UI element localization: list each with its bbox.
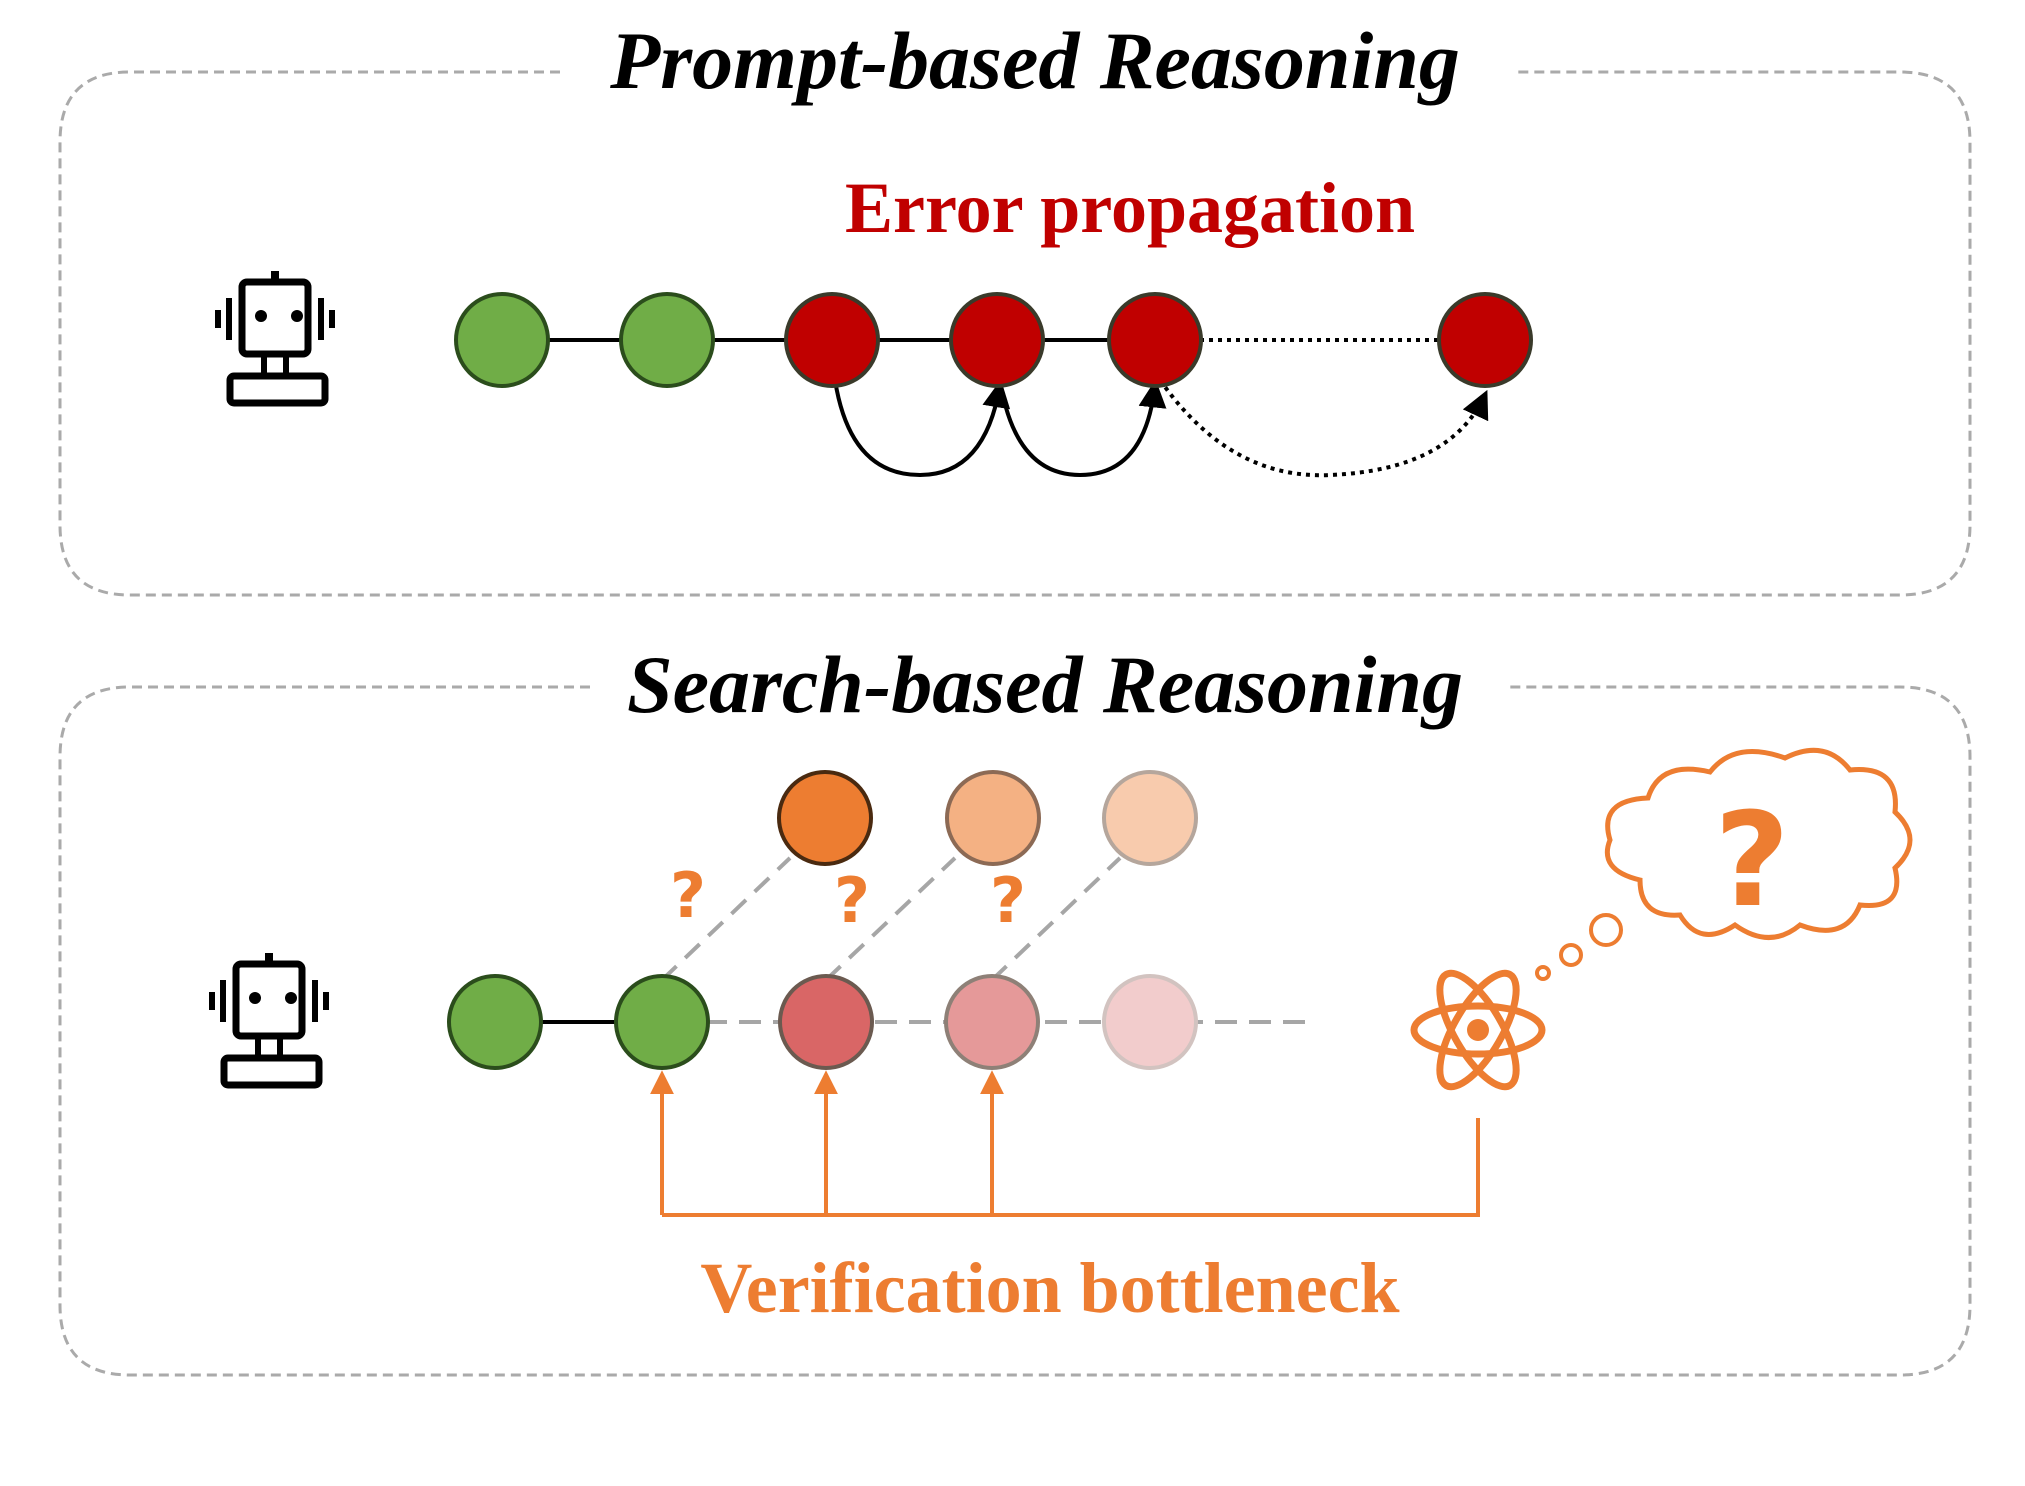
error-step-node	[949, 292, 1045, 388]
panel-title: Search-based Reasoning	[627, 639, 1463, 730]
question-mark: ?	[1714, 784, 1789, 936]
error-arc-dotted	[1158, 378, 1489, 478]
thought-cloud-icon: ?	[1604, 747, 1913, 940]
atom-icon	[1410, 969, 1546, 1091]
error-step-node	[1102, 974, 1198, 1070]
candidate-node	[1102, 770, 1198, 866]
branch-link	[660, 856, 792, 982]
correct-step-node	[614, 974, 710, 1070]
error-arc	[998, 379, 1167, 478]
panel-frame	[58, 685, 1972, 1377]
robot-icon	[209, 953, 329, 1089]
branch-link	[990, 856, 1122, 982]
robot-icon	[215, 271, 335, 407]
error-step-node	[784, 292, 880, 388]
search-based-panel: Search-based Reasoning ? ? ?	[58, 639, 1972, 1377]
error-step-node	[778, 974, 874, 1070]
question-mark: ?	[990, 864, 1026, 937]
error-arc	[833, 379, 1011, 478]
verification-bottleneck-label: Verification bottleneck	[700, 1248, 1399, 1328]
question-mark: ?	[834, 864, 870, 937]
error-step-node	[1437, 292, 1533, 388]
error-propagation-label: Error propagation	[845, 168, 1415, 248]
question-mark: ?	[670, 859, 706, 932]
thought-bubble	[1589, 913, 1623, 947]
correct-step-node	[454, 292, 550, 388]
thought-bubble	[1559, 943, 1583, 967]
branch-link	[824, 856, 957, 982]
candidate-node	[945, 770, 1041, 866]
verification-connector	[662, 1118, 1480, 1217]
panel-frame	[58, 70, 1972, 597]
panel-title: Prompt-based Reasoning	[609, 15, 1460, 106]
correct-step-node	[619, 292, 715, 388]
correct-step-node	[447, 974, 543, 1070]
error-step-node	[1107, 292, 1203, 388]
thought-bubble	[1535, 965, 1551, 981]
candidate-node	[777, 770, 873, 866]
prompt-based-panel: Prompt-based Reasoning Error propagation	[58, 15, 1972, 597]
error-step-node	[944, 974, 1040, 1070]
